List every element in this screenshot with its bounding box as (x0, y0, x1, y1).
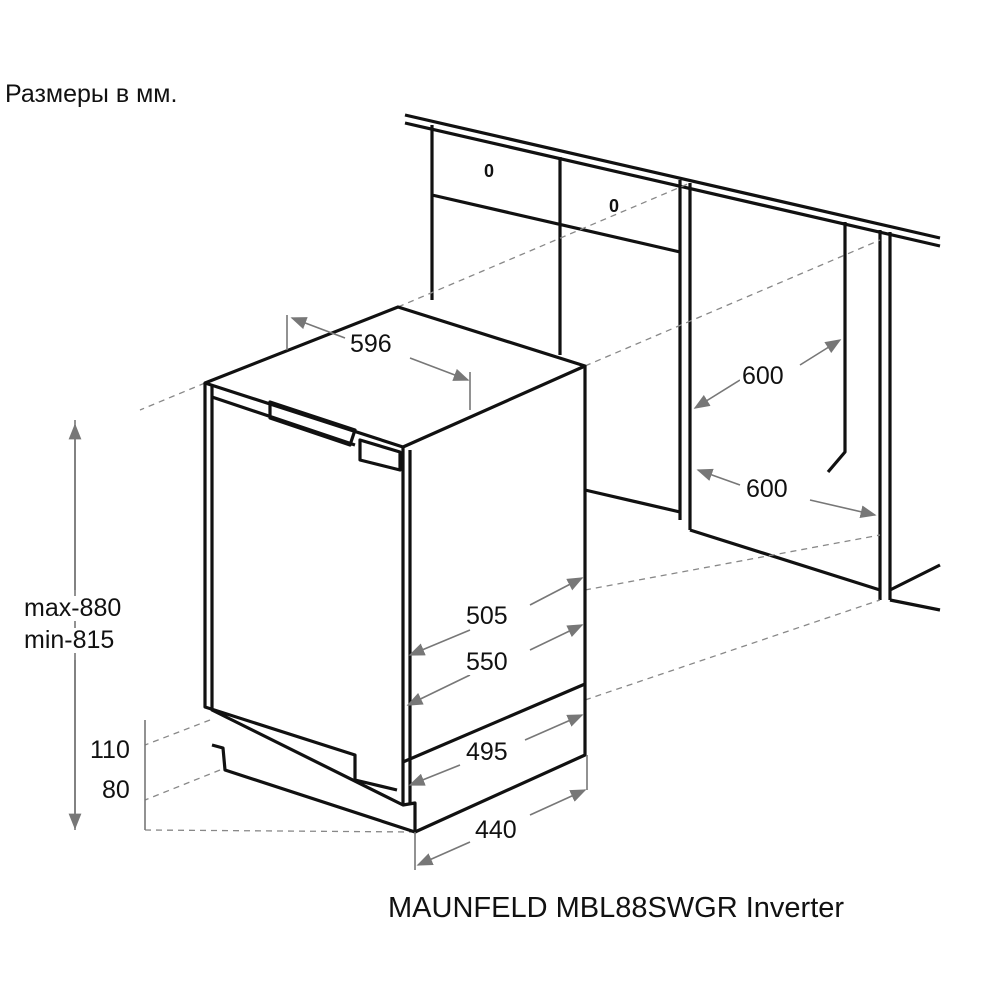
appliance-outline (203, 305, 587, 834)
dimension-lines (68, 315, 877, 870)
drawer-label: 0 (484, 161, 495, 181)
depth-440-dimension: 440 (473, 816, 519, 844)
niche-depth-dimension: 600 (744, 475, 790, 503)
height-max-dimension: max-880 (22, 594, 124, 622)
depth-495-dimension: 495 (464, 738, 510, 766)
drawer-label: 0 (609, 196, 620, 216)
model-caption: MAUNFELD MBL88SWGR Inverter (388, 892, 845, 924)
plinth-80-dimension: 80 (100, 776, 132, 804)
height-min-dimension: min-815 (22, 626, 117, 654)
plinth-110-dimension: 110 (88, 736, 132, 764)
width-dimension: 596 (348, 330, 394, 358)
depth-505-dimension: 505 (464, 602, 510, 630)
kitchen-cabinet (404, 113, 941, 612)
depth-550-dimension: 550 (464, 648, 510, 676)
units-note: Размеры в мм. (5, 80, 178, 108)
niche-width-dimension: 600 (740, 362, 786, 390)
projection-lines (139, 182, 881, 833)
